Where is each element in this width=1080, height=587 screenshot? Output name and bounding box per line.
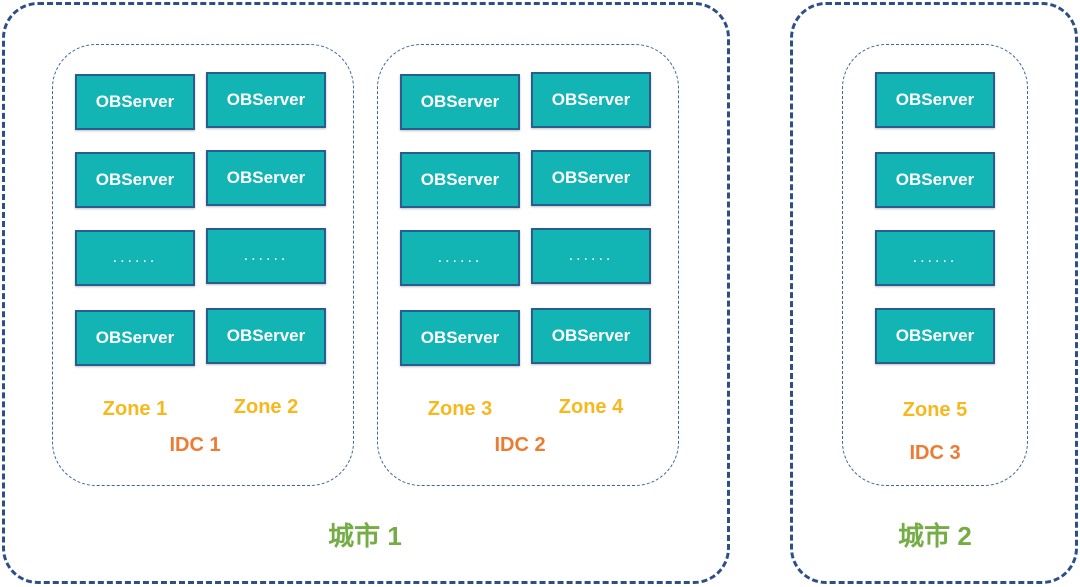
observer-node: OBServer	[400, 74, 520, 130]
observer-node: OBServer	[206, 72, 326, 128]
zone-2-label: Zone 2	[233, 396, 299, 418]
observer-node: OBServer	[75, 74, 195, 130]
ellipsis-node: ......	[531, 228, 651, 284]
observer-node: OBServer	[206, 150, 326, 206]
observer-node: OBServer	[875, 72, 995, 128]
zone-1-label: Zone 1	[102, 398, 168, 420]
idc-2-label: IDC 2	[494, 434, 546, 456]
ellipsis-node: ......	[400, 230, 520, 286]
zone-3-label: Zone 3	[427, 398, 493, 420]
ellipsis-node: ......	[875, 230, 995, 286]
idc-1-container	[52, 44, 354, 486]
idc-3-label: IDC 3	[909, 442, 961, 464]
zone-5-label: Zone 5	[902, 399, 968, 421]
observer-node: OBServer	[206, 308, 326, 364]
observer-node: OBServer	[400, 310, 520, 366]
ellipsis-node: ......	[206, 228, 326, 284]
observer-node: OBServer	[75, 152, 195, 208]
observer-node: OBServer	[75, 310, 195, 366]
idc-2-container	[377, 44, 679, 486]
city-2-container	[790, 2, 1078, 584]
city-1-label: 城市 1	[328, 521, 402, 551]
observer-node: OBServer	[875, 152, 995, 208]
idc-1-label: IDC 1	[169, 434, 221, 456]
observer-node: OBServer	[531, 72, 651, 128]
idc-3-container	[842, 44, 1028, 486]
city-2-label: 城市 2	[898, 521, 972, 551]
zone-4-label: Zone 4	[558, 396, 624, 418]
observer-node: OBServer	[531, 150, 651, 206]
observer-node: OBServer	[531, 308, 651, 364]
city-1-container	[2, 2, 730, 584]
ellipsis-node: ......	[75, 230, 195, 286]
observer-node: OBServer	[400, 152, 520, 208]
observer-node: OBServer	[875, 308, 995, 364]
